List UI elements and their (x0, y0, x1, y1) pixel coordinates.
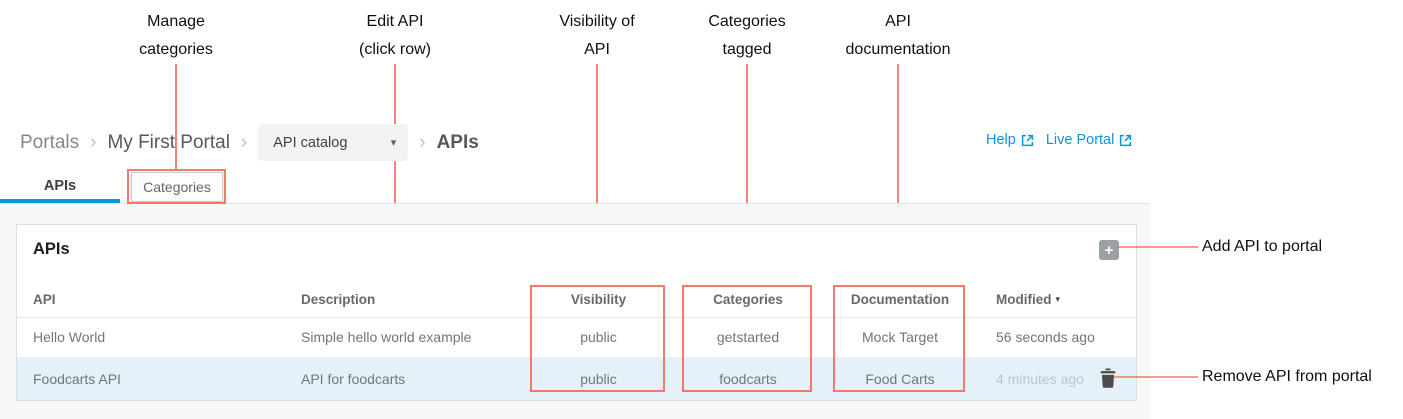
catalog-select[interactable]: API catalog ▾ (258, 124, 409, 161)
annotation-manage-categories: Manage categories (139, 13, 213, 58)
sort-desc-icon: ▾ (1055, 293, 1061, 304)
annotation-line (1117, 246, 1198, 248)
cell-visibility: public (580, 370, 617, 387)
annotation-visibility: Visibility of API (559, 13, 635, 58)
cell-description: API for foodcarts (301, 370, 406, 387)
tab-apis-active-underline (0, 199, 120, 203)
cell-description: Simple hello world example (301, 329, 472, 345)
apis-panel: APIs + API Description Visibility Catego… (16, 224, 1137, 401)
table-header-row: API Description Visibility Categories Do… (17, 281, 1136, 318)
panel-title: APIs (33, 240, 70, 258)
annotation-line (175, 64, 177, 170)
column-header-categories[interactable]: Categories (713, 291, 783, 307)
cell-api: Hello World (33, 329, 106, 345)
annotation-line (897, 64, 899, 285)
annotation-add-api: Add API to portal (1202, 238, 1323, 255)
remove-api-button[interactable] (1099, 367, 1117, 389)
help-link-label: Help (986, 132, 1016, 148)
external-link-icon (1120, 134, 1132, 146)
cell-modified: 4 minutes ago (996, 370, 1084, 387)
tabbar-divider (0, 203, 1150, 204)
header-links: Help Live Portal (986, 132, 1132, 148)
column-header-visibility[interactable]: Visibility (570, 291, 627, 307)
breadcrumb-portal-name[interactable]: My First Portal (107, 131, 230, 153)
help-link[interactable]: Help (986, 132, 1034, 148)
annotation-line (1114, 376, 1198, 378)
cell-visibility: public (580, 329, 617, 345)
breadcrumb-separator: › (419, 131, 426, 153)
breadcrumb-portals[interactable]: Portals (20, 131, 80, 153)
breadcrumb-separator: › (90, 131, 97, 153)
column-header-documentation[interactable]: Documentation (850, 291, 950, 307)
external-link-icon (1021, 134, 1033, 146)
table-row[interactable]: Foodcarts API API for foodcarts public f… (17, 357, 1136, 400)
cell-modified: 56 seconds ago (996, 329, 1095, 345)
annotation-edit-api: Edit API (click row) (359, 13, 431, 58)
tab-categories[interactable]: Categories (131, 172, 223, 202)
annotation-box-categories-column (682, 285, 812, 392)
annotation-line (746, 64, 748, 285)
cell-categories: foodcarts (719, 370, 777, 387)
breadcrumb-separator: › (240, 131, 248, 153)
chevron-down-icon: ▾ (390, 137, 397, 149)
breadcrumb-current: APIs (436, 131, 479, 153)
column-header-modified-label: Modified (996, 291, 1052, 307)
trash-icon (1100, 368, 1116, 388)
live-portal-link[interactable]: Live Portal (1046, 132, 1133, 148)
live-portal-link-label: Live Portal (1045, 132, 1115, 148)
cell-documentation: Food Carts (865, 370, 935, 387)
add-api-button[interactable]: + (1099, 240, 1119, 260)
column-header-modified[interactable]: Modified ▾ (996, 281, 1131, 317)
annotation-line (596, 64, 598, 285)
annotation-categories-tagged: Categories tagged (708, 13, 786, 58)
catalog-select-value: API catalog (273, 134, 348, 151)
annotation-box-categories-tab (127, 169, 226, 204)
tab-apis[interactable]: APIs (43, 178, 77, 194)
cell-api: Foodcarts API (33, 370, 121, 387)
column-header-description[interactable]: Description (301, 291, 376, 307)
cell-documentation: Mock Target (862, 329, 938, 345)
annotation-box-documentation-column (833, 285, 965, 392)
annotation-remove-api: Remove API from portal (1202, 368, 1372, 385)
breadcrumb: Portals › My First Portal › API catalog … (20, 124, 479, 161)
annotation-api-documentation: API documentation (845, 13, 951, 58)
cell-categories: getstarted (716, 329, 780, 345)
annotation-box-visibility-column (530, 285, 665, 392)
column-header-api[interactable]: API (33, 291, 56, 307)
